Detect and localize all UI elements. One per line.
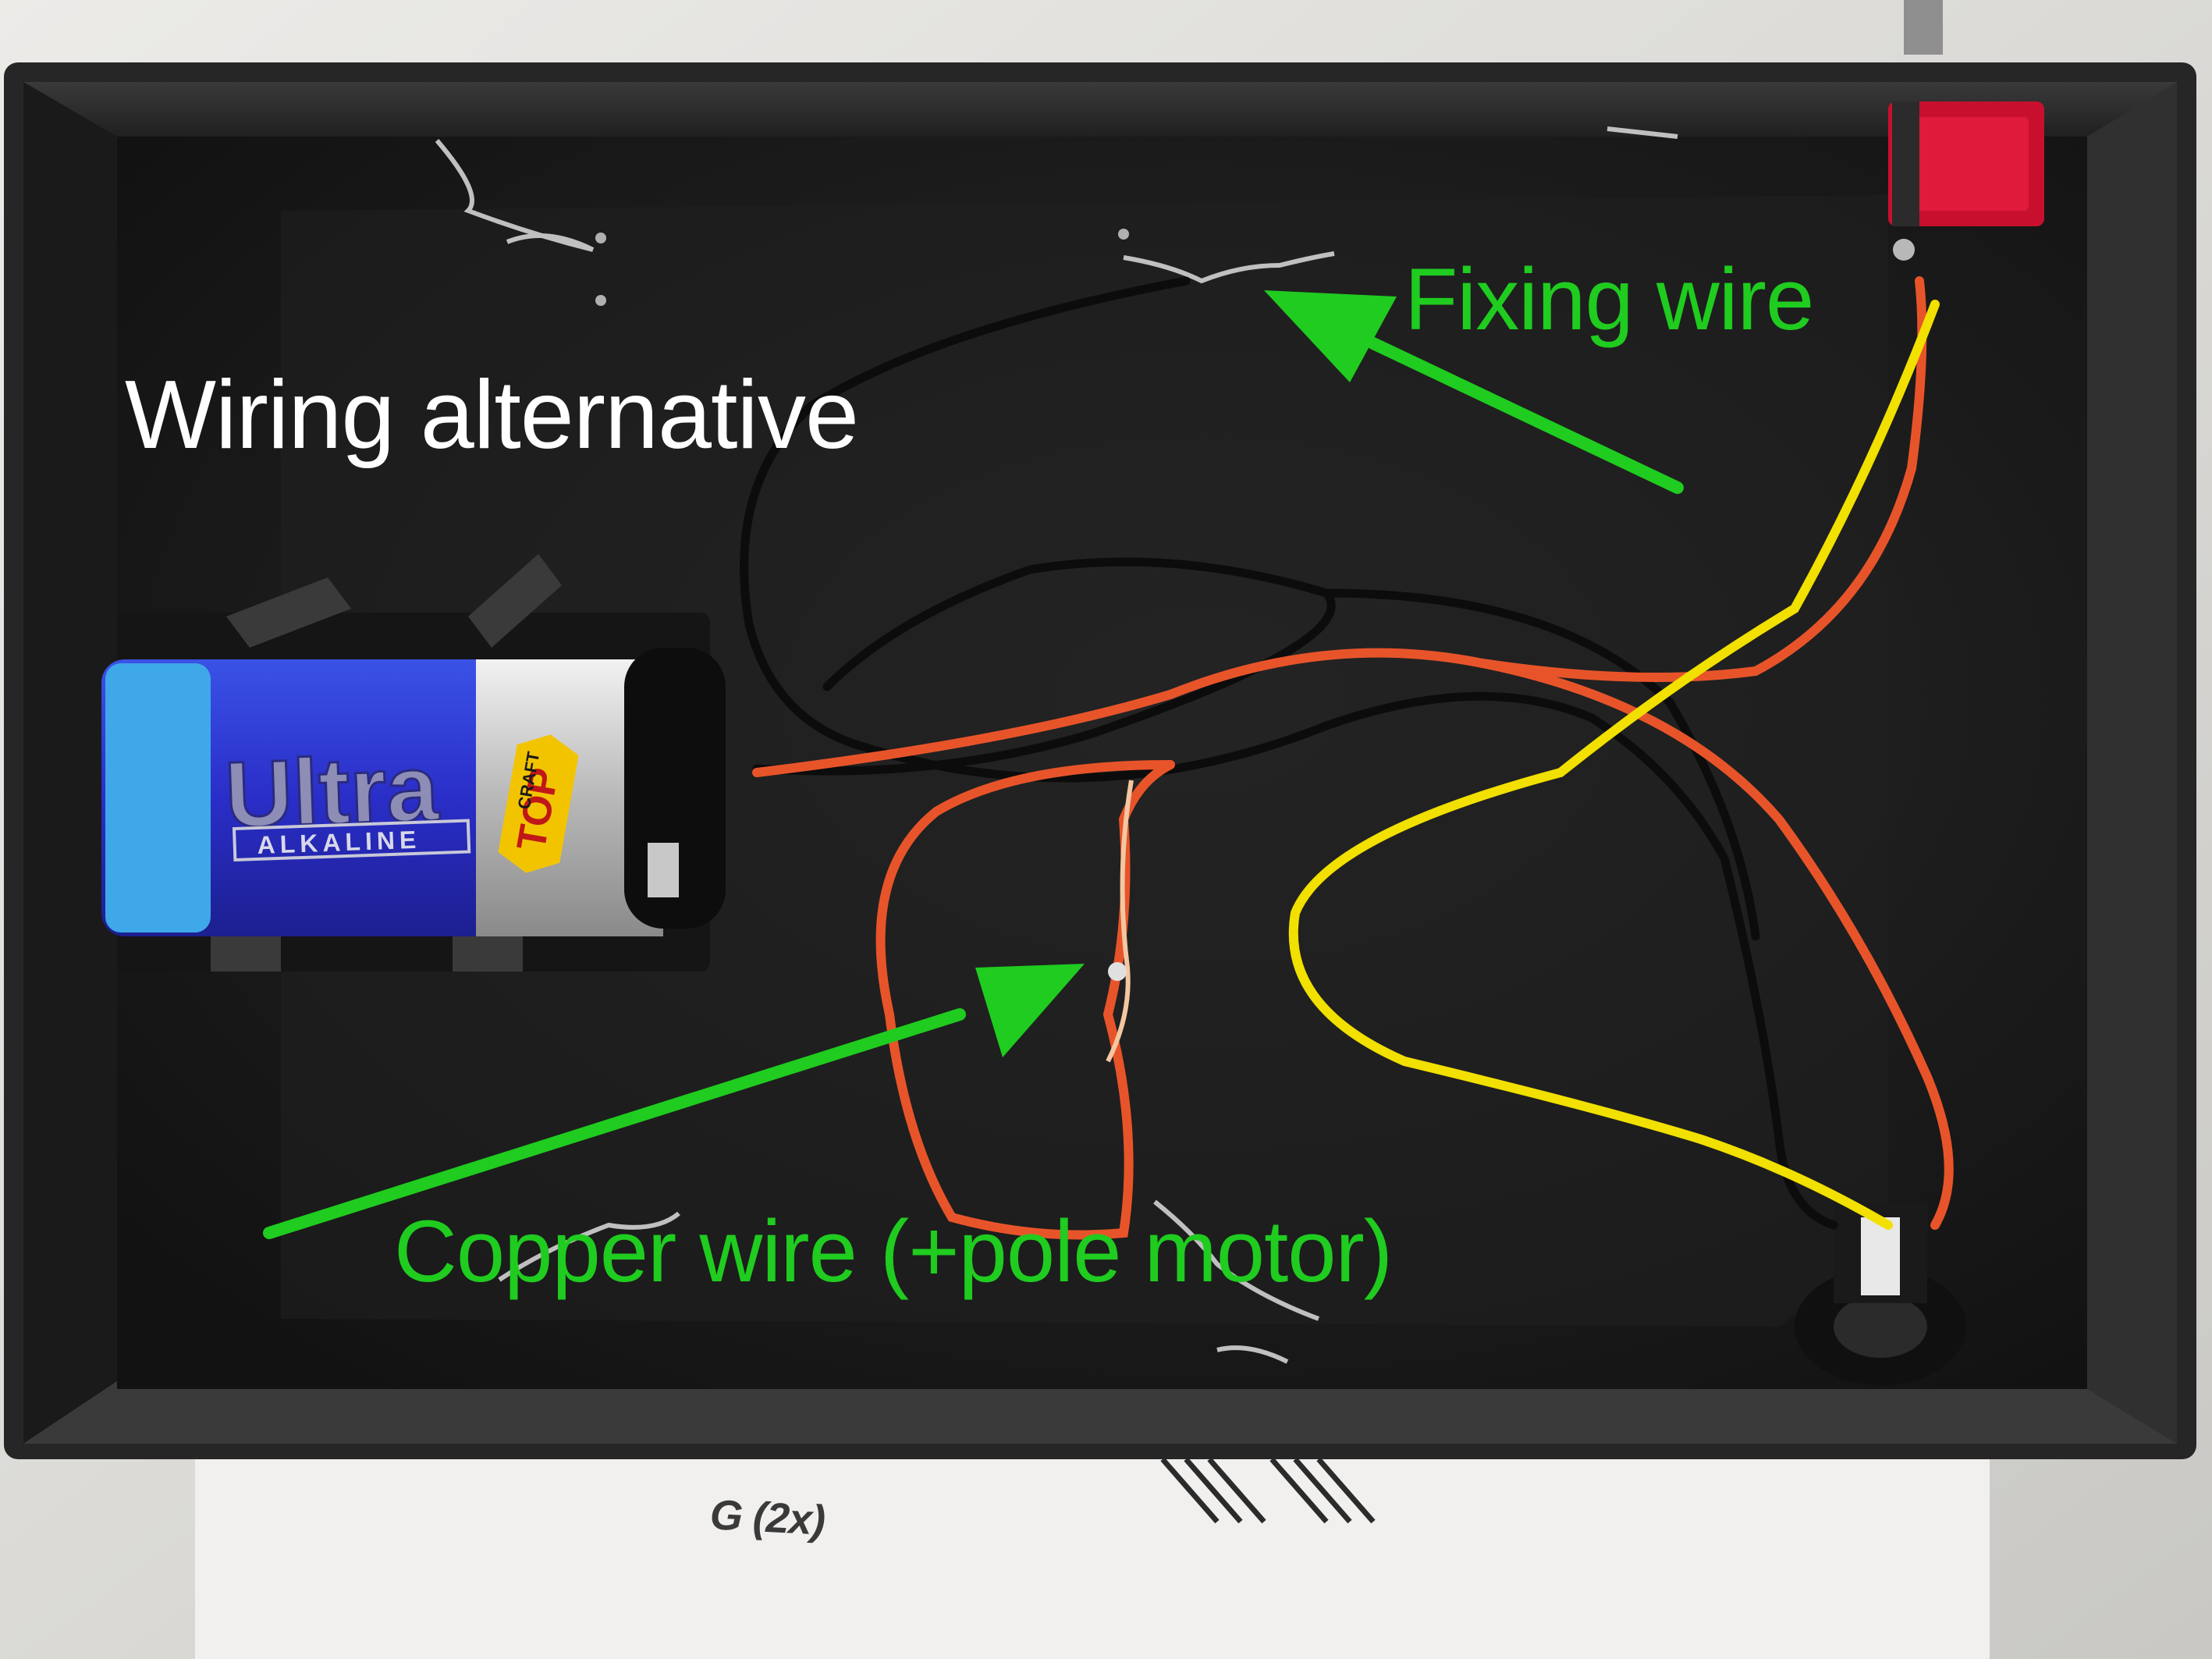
toggle-switch [1888, 101, 2044, 261]
copper-wire [1106, 780, 1134, 1063]
threaded-rod [1904, 0, 1943, 55]
paper-markings [1160, 1457, 1376, 1524]
arrow-copper-wire [263, 964, 1085, 1239]
instruction-paper [195, 1444, 1990, 1659]
battery-9v: TOP CRAFT Ultra ALKALINE [101, 648, 726, 936]
bag-label: G (2x) [708, 1491, 826, 1544]
top-craft-logo: TOP CRAFT [498, 734, 579, 873]
arrow-fixing-wire [1264, 290, 1684, 494]
solder-joint [1108, 962, 1127, 981]
battery-type-text: ALKALINE [257, 826, 421, 859]
wire-holes [595, 229, 1129, 306]
annotation-copper-wire: Copper wire (+pole motor) [394, 1203, 1393, 1300]
yellow-wire [1288, 300, 1940, 1230]
wire-stubs [435, 126, 1678, 1364]
annotation-wiring-alternative: Wiring alternative [125, 361, 859, 469]
annotation-fixing-wire: Fixing wire [1404, 250, 1814, 348]
